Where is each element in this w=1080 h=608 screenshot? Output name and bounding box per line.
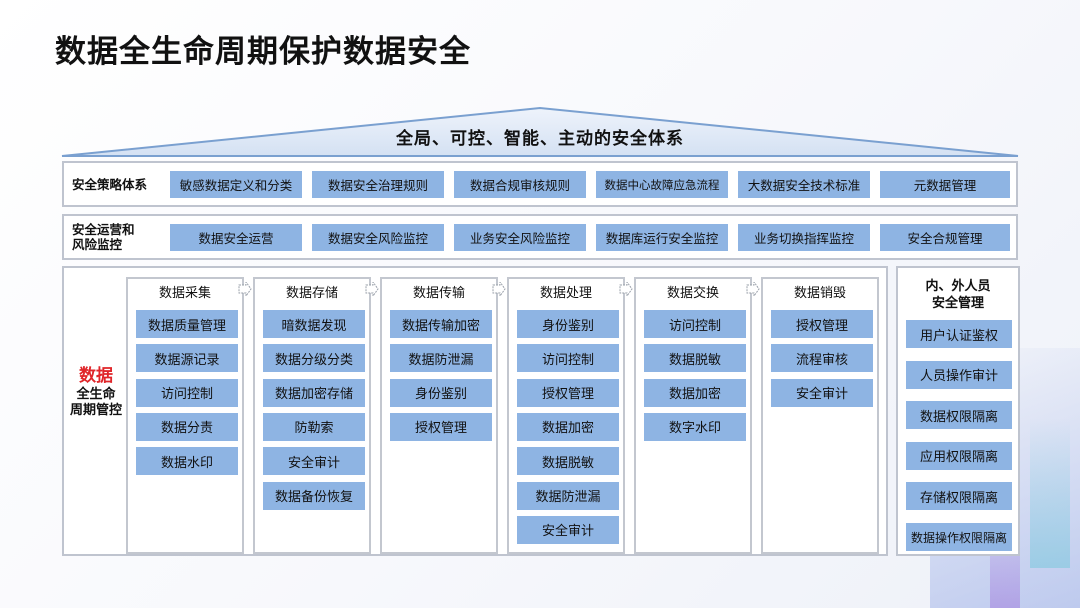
roof-title: 全局、可控、智能、主动的安全体系	[60, 124, 1020, 149]
stage-item: 安全审计	[517, 516, 619, 544]
stage-title: 数据采集	[128, 282, 242, 301]
personnel-panel: 内、外人员 安全管理 用户认证鉴权人员操作审计数据权限隔离应用权限隔离存储权限隔…	[896, 266, 1020, 556]
stage-item: 数据分责	[136, 413, 238, 441]
stage-title: 数据传输	[382, 282, 496, 301]
stage-item: 暗数据发现	[263, 310, 365, 338]
stage-item: 数据备份恢复	[263, 482, 365, 510]
personnel-item: 数据操作权限隔离	[906, 523, 1012, 551]
stage-item: 安全审计	[771, 379, 873, 407]
stage-item: 流程审核	[771, 344, 873, 372]
operations-item: 数据库运行安全监控	[596, 224, 728, 251]
lifecycle-label-text: 全生命 周期管控	[70, 387, 122, 418]
lifecycle-label-highlight: 数据	[64, 365, 128, 387]
operations-item: 数据安全风险监控	[312, 224, 444, 251]
stage-column: 数据存储暗数据发现数据分级分类数据加密存储防勒索安全审计数据备份恢复	[253, 277, 371, 554]
stage-item: 防勒索	[263, 413, 365, 441]
stage-item: 授权管理	[771, 310, 873, 338]
strategy-item: 数据中心故障应急流程	[596, 171, 728, 198]
lifecycle-label: 数据 全生命 周期管控	[64, 365, 128, 419]
strategy-item: 大数据安全技术标准	[738, 171, 870, 198]
roof-banner: 全局、可控、智能、主动的安全体系	[60, 106, 1020, 158]
personnel-item: 用户认证鉴权	[906, 320, 1012, 348]
stage-item: 数据加密	[644, 379, 746, 407]
operations-item: 数据安全运营	[170, 224, 302, 251]
personnel-item: 应用权限隔离	[906, 442, 1012, 470]
operations-band: 安全运营和 风险监控 数据安全运营 数据安全风险监控 业务安全风险监控 数据库运…	[62, 214, 1018, 260]
stage-item: 安全审计	[263, 447, 365, 475]
lifecycle-panel: 数据 全生命 周期管控 数据采集数据质量管理数据源记录访问控制数据分责数据水印数…	[62, 266, 888, 556]
stage-item: 数据脱敏	[644, 344, 746, 372]
stage-item: 身份鉴别	[517, 310, 619, 338]
stage-item: 数据传输加密	[390, 310, 492, 338]
background-decoration	[1030, 418, 1070, 568]
strategy-item: 敏感数据定义和分类	[170, 171, 302, 198]
stage-column: 数据采集数据质量管理数据源记录访问控制数据分责数据水印	[126, 277, 244, 554]
stage-item: 数据脱敏	[517, 447, 619, 475]
strategy-item: 数据合规审核规则	[454, 171, 586, 198]
stage-column: 数据处理身份鉴别访问控制授权管理数据加密数据脱敏数据防泄漏安全审计	[507, 277, 625, 554]
personnel-item: 人员操作审计	[906, 361, 1012, 389]
stage-title: 数据存储	[255, 282, 369, 301]
stage-title: 数据销毁	[763, 282, 877, 301]
flow-arrow-icon	[492, 282, 506, 296]
page-title: 数据全生命周期保护数据安全	[55, 26, 471, 71]
strategy-band: 安全策略体系 敏感数据定义和分类 数据安全治理规则 数据合规审核规则 数据中心故…	[62, 161, 1018, 207]
stage-item: 数据加密	[517, 413, 619, 441]
operations-label: 安全运营和 风险监控	[72, 216, 162, 258]
stage-item: 数字水印	[644, 413, 746, 441]
stage-column: 数据销毁授权管理流程审核安全审计	[761, 277, 879, 554]
stage-item: 授权管理	[517, 379, 619, 407]
operations-item: 安全合规管理	[880, 224, 1010, 251]
stage-title: 数据交换	[636, 282, 750, 301]
stage-column: 数据交换访问控制数据脱敏数据加密数字水印	[634, 277, 752, 554]
stage-item: 数据防泄漏	[390, 344, 492, 372]
stage-item: 身份鉴别	[390, 379, 492, 407]
personnel-item: 数据权限隔离	[906, 401, 1012, 429]
stage-item: 数据源记录	[136, 344, 238, 372]
stage-item: 数据加密存储	[263, 379, 365, 407]
stage-item: 访问控制	[644, 310, 746, 338]
stage-column: 数据传输数据传输加密数据防泄漏身份鉴别授权管理	[380, 277, 498, 554]
stage-item: 访问控制	[517, 344, 619, 372]
stage-item: 数据质量管理	[136, 310, 238, 338]
personnel-title: 内、外人员 安全管理	[898, 278, 1018, 312]
flow-arrow-icon	[365, 282, 379, 296]
strategy-item: 元数据管理	[880, 171, 1010, 198]
stage-title: 数据处理	[509, 282, 623, 301]
operations-item: 业务安全风险监控	[454, 224, 586, 251]
personnel-item: 存储权限隔离	[906, 482, 1012, 510]
stage-item: 授权管理	[390, 413, 492, 441]
stage-item: 数据分级分类	[263, 344, 365, 372]
strategy-item: 数据安全治理规则	[312, 171, 444, 198]
flow-arrow-icon	[619, 282, 633, 296]
operations-item: 业务切换指挥监控	[738, 224, 870, 251]
flow-arrow-icon	[746, 282, 760, 296]
strategy-label: 安全策略体系	[72, 163, 162, 205]
flow-arrow-icon	[238, 282, 252, 296]
stage-item: 数据水印	[136, 447, 238, 475]
stage-item: 访问控制	[136, 379, 238, 407]
stage-item: 数据防泄漏	[517, 482, 619, 510]
